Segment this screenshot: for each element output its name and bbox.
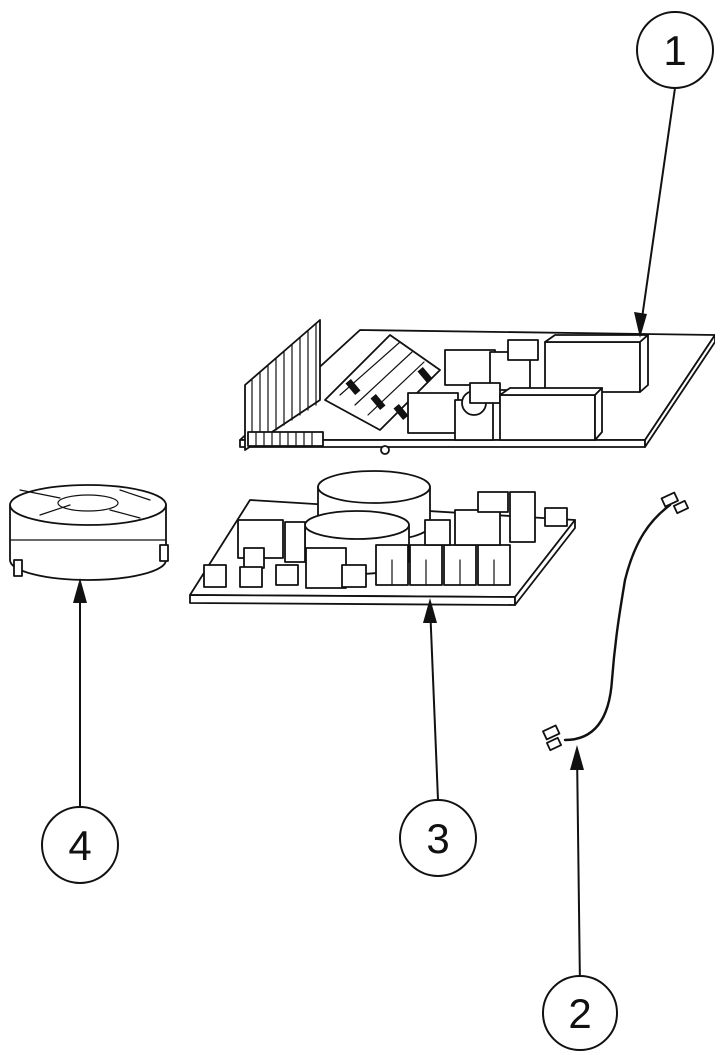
callout-1-label: 1 <box>663 27 686 74</box>
callout-3: 3 <box>399 799 477 877</box>
part-3-lower-board <box>189 470 576 606</box>
callout-1: 1 <box>636 11 714 89</box>
callout-2-label: 2 <box>568 990 591 1037</box>
cable-connector-bottom <box>542 724 561 741</box>
heatsink <box>244 319 441 455</box>
cable-connector-top <box>660 491 679 508</box>
part-1-upper-board-with-heatsink <box>239 319 715 455</box>
part-2-cable <box>542 491 690 752</box>
callout-4: 4 <box>41 806 119 884</box>
callout-2: 2 <box>542 975 618 1051</box>
lower-board-components <box>203 491 568 589</box>
upper-board-components <box>407 334 649 441</box>
leader-lines <box>73 87 676 988</box>
part-4-fan <box>9 484 169 581</box>
callout-4-label: 4 <box>68 822 91 869</box>
callout-3-label: 3 <box>426 815 449 862</box>
